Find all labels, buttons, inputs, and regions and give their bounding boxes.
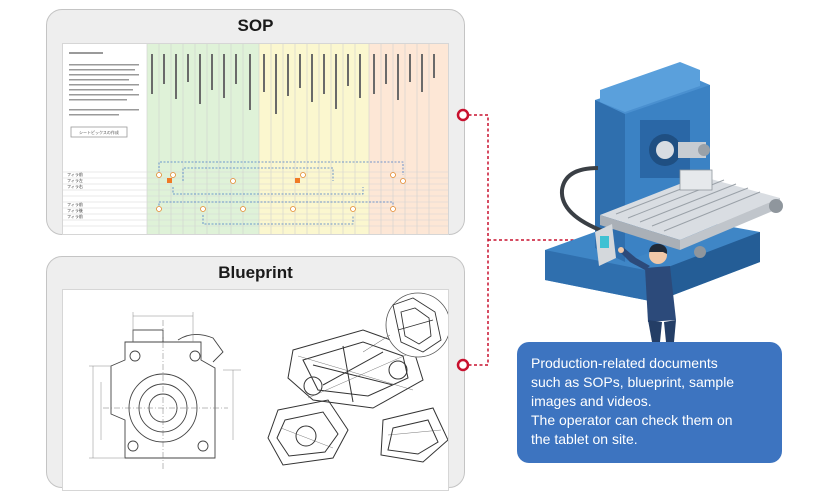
machine-illustration: [456, 62, 783, 372]
sop-button-label: シートピックスの作成: [79, 129, 119, 135]
callout-line: the tablet on site.: [531, 431, 638, 447]
callout-line: Production-related documents: [531, 355, 718, 371]
sop-row-label: フィラ前: [67, 171, 83, 177]
sop-row-label: フィラ右: [67, 183, 83, 189]
description-callout: Production-related documents such as SOP…: [517, 342, 782, 463]
callout-line: such as SOPs, blueprint, sample: [531, 374, 735, 390]
sop-connector-dot: [456, 108, 470, 122]
blueprint-graphic: [89, 292, 448, 470]
callout-line: The operator can check them on: [531, 412, 733, 428]
blueprint-connector-dot: [456, 358, 470, 372]
blueprint-title: Blueprint: [218, 263, 293, 282]
operator-figure: [618, 243, 676, 342]
sop-title: SOP: [237, 16, 274, 35]
sop-row-label: フィラ左: [67, 177, 83, 183]
sop-tablet: SOP シートピックスの作成: [46, 9, 465, 235]
sop-sheet-graphic: シートピックスの作成: [63, 44, 448, 234]
sop-row-label: フィラ前: [67, 201, 83, 207]
sop-sheet: シートピックスの作成: [62, 43, 449, 235]
sop-row-label: フィラ後: [67, 207, 83, 213]
sop-row-label: フィラ前: [67, 213, 83, 219]
callout-line: images and videos.: [531, 393, 652, 409]
